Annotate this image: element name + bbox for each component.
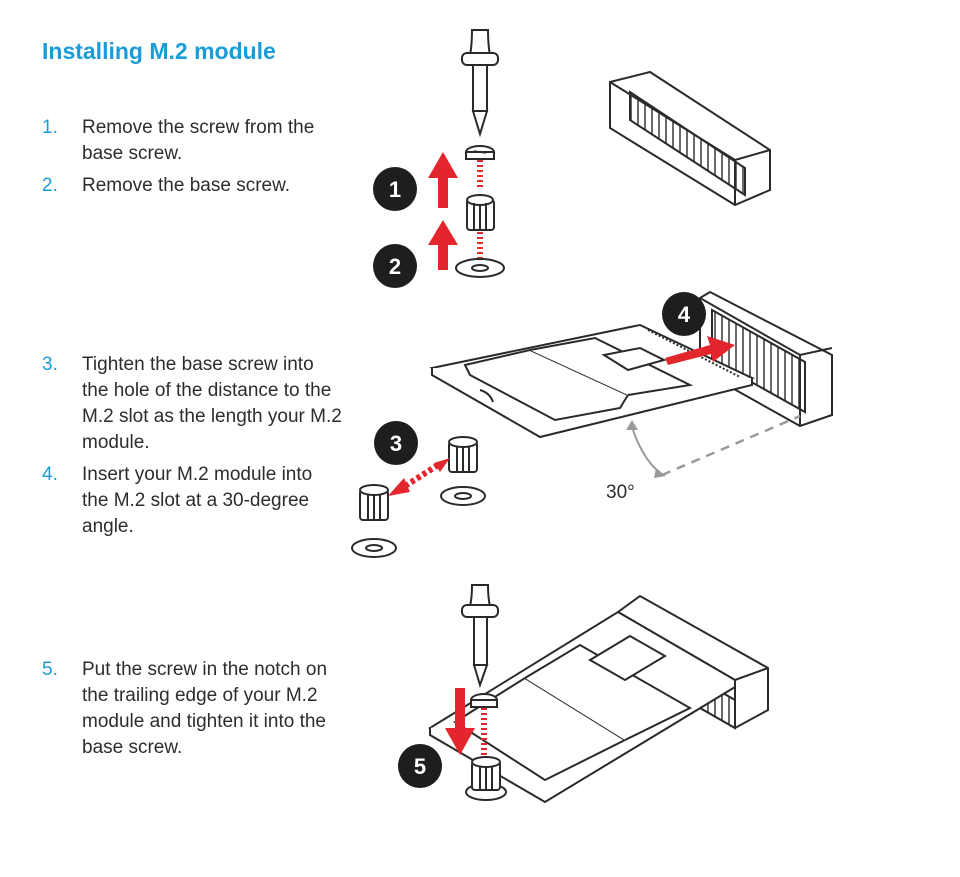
badge-label: 4: [678, 302, 691, 327]
up-arrow-icon: [428, 152, 458, 270]
standoff-icon: [351, 484, 397, 558]
m2-slot-icon: [609, 70, 771, 207]
screwdriver-icon: [461, 29, 499, 138]
step-4: 4. Insert your M.2 module into the M.2 s…: [42, 462, 342, 540]
step-number: 4.: [42, 464, 58, 485]
m2-module-icon: [429, 323, 755, 439]
standoff-icon: [466, 194, 495, 262]
step-5: 5. Put the screw in the notch on the tra…: [42, 657, 342, 761]
step-number: 3.: [42, 354, 58, 375]
step-text: Insert your M.2 module into the M.2 slot…: [82, 464, 313, 537]
page-title: Installing M.2 module: [42, 38, 276, 64]
angle-indicator: 30°: [606, 414, 801, 503]
screw-icon: [465, 145, 495, 190]
badge-label: 2: [389, 254, 401, 279]
m2-slot-icon: [699, 290, 833, 428]
badge-label: 5: [414, 754, 426, 779]
screwdriver-icon: [461, 584, 499, 689]
step-number: 2.: [42, 175, 58, 196]
steps-list-c: 5. Put the screw in the notch on the tra…: [42, 657, 342, 767]
steps-list-b: 3. Tighten the base screw into the hole …: [42, 352, 342, 546]
step-number: 1.: [42, 117, 58, 138]
step-badge-5: 5: [398, 744, 442, 788]
step-2: 2. Remove the base screw.: [42, 173, 342, 199]
m2-module-icon: [428, 610, 737, 804]
step-badge-3: 3: [374, 421, 418, 465]
step-number: 5.: [42, 659, 58, 680]
badge-label: 1: [389, 177, 401, 202]
step-text: Remove the base screw.: [82, 175, 291, 196]
standoff-icon: [465, 756, 507, 801]
step-3: 3. Tighten the base screw into the hole …: [42, 352, 342, 456]
badge-label: 3: [390, 431, 402, 456]
move-arrow-icon: [388, 458, 450, 496]
step-badge-1: 1: [373, 167, 417, 211]
step-text: Remove the screw from the base screw.: [82, 117, 315, 164]
standoff-icon: [440, 436, 486, 506]
angle-label: 30°: [606, 482, 635, 503]
step-badge-4: 4: [662, 292, 735, 365]
washer-icon: [455, 258, 505, 278]
down-arrow-icon: [445, 688, 475, 755]
step-text: Tighten the base screw into the hole of …: [82, 354, 342, 453]
steps-list-a: 1. Remove the screw from the base screw.…: [42, 115, 342, 205]
screw-icon: [470, 693, 498, 760]
step-text: Put the screw in the notch on the traili…: [82, 659, 328, 758]
step-badge-2: 2: [373, 244, 417, 288]
step-1: 1. Remove the screw from the base screw.: [42, 115, 342, 167]
